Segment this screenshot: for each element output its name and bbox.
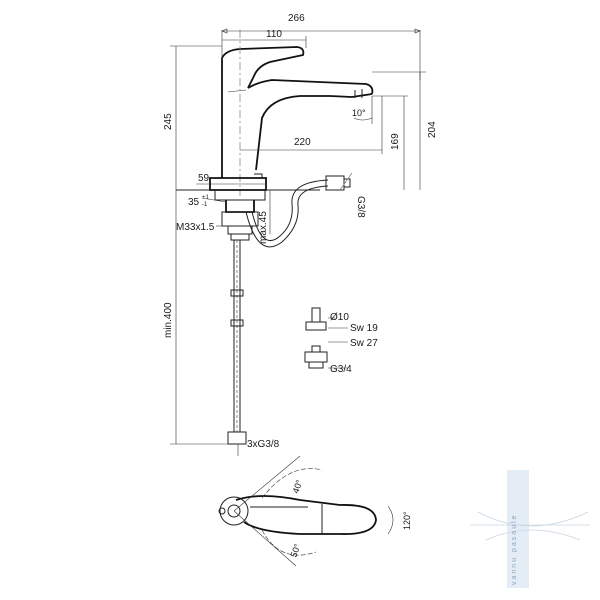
dim-total-width: 266 bbox=[288, 13, 305, 24]
dim-max-deck: max.45 bbox=[258, 211, 269, 244]
dim-base-diameter: 59 bbox=[198, 173, 210, 184]
fitting-wrench-small: Sw 19 bbox=[350, 323, 378, 334]
dim-hose-thread: G3/8 bbox=[355, 196, 366, 218]
fitting-diameter: Ø10 bbox=[330, 312, 349, 323]
fitting-detail: Ø10 Sw 19 Sw 27 G3/4 bbox=[304, 307, 378, 375]
dim-tilt-angle: 35 bbox=[188, 197, 200, 208]
dim-spout-height: 204 bbox=[427, 121, 438, 138]
faucet-side-view bbox=[176, 30, 374, 445]
dimension-labels: 266 110 245 204 169 220 10° 59 35 +1 -1 … bbox=[163, 13, 438, 450]
dim-handle-width: 110 bbox=[266, 29, 282, 40]
dim-outlet-height: 169 bbox=[390, 133, 401, 150]
dim-shank-thread: M33x1.5 bbox=[176, 222, 215, 233]
faucet-plan-view: 40° 50° 120° bbox=[218, 455, 412, 567]
watermark: vannu pasaule bbox=[470, 470, 590, 588]
dim-spout-reach: 220 bbox=[294, 137, 311, 148]
plan-rotation-angle: 120° bbox=[402, 511, 412, 530]
fitting-thread: G3/4 bbox=[330, 364, 352, 375]
dimension-lines bbox=[170, 28, 426, 456]
dim-hose-connection: 3xG3/8 bbox=[247, 439, 280, 450]
fitting-wrench-large: Sw 27 bbox=[350, 338, 378, 349]
watermark-text: vannu pasaule bbox=[511, 513, 518, 585]
dim-tilt-tolerance-minus: -1 bbox=[202, 202, 208, 208]
dim-tilt-tolerance-plus: +1 bbox=[202, 195, 210, 201]
dim-total-height: 245 bbox=[163, 113, 174, 130]
dim-min-hose-length: min.400 bbox=[163, 302, 174, 338]
plan-forward-angle: 40° bbox=[290, 478, 304, 495]
plan-side-angle: 50° bbox=[288, 542, 302, 559]
dim-spout-angle: 10° bbox=[352, 108, 366, 118]
